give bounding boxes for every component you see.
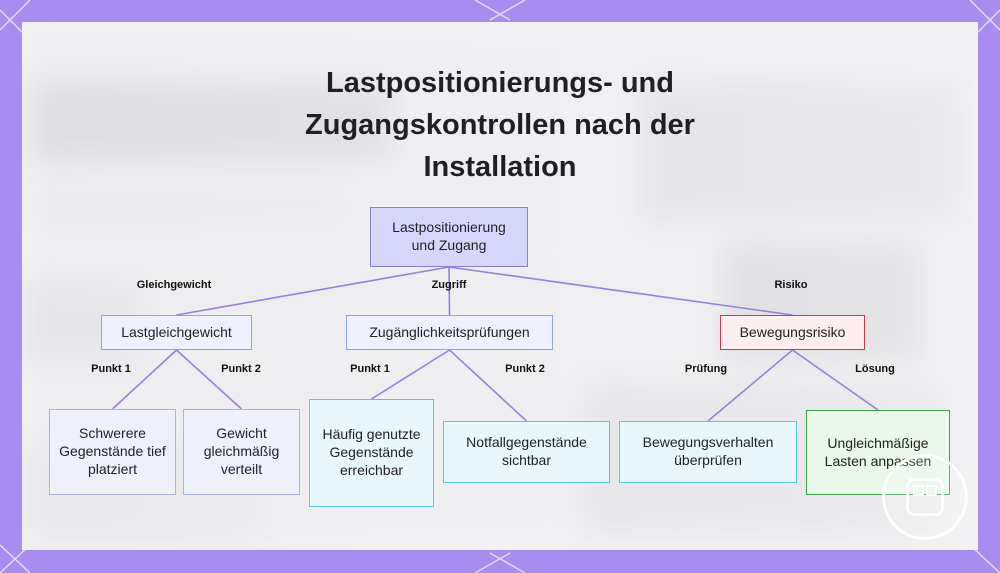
node-zugaenglichkeitspruefungen-label: Zugänglichkeitsprüfungen <box>369 323 530 340</box>
leaf-notfallgegenstaende: Notfallgegenstände sichtbar <box>443 421 610 483</box>
edge-label-b1-punkt1: Punkt 1 <box>350 363 390 375</box>
root-node: Lastpositionierung und Zugang <box>370 207 528 267</box>
connector-root-b0 <box>176 266 450 316</box>
node-bewegungsrisiko-label: Bewegungsrisiko <box>739 323 846 340</box>
leaf-bewegungsverhalten: Bewegungsverhalten überprüfen <box>619 421 797 483</box>
edge-label-b0-punkt2: Punkt 2 <box>221 363 261 375</box>
connector-b0-l01 <box>175 349 243 410</box>
leaf-haeufig-genutzte-label: Häufig genutzte Gegenstände erreichbar <box>322 426 421 478</box>
connector-b2-l20 <box>707 349 794 422</box>
edge-label-pruefung: Prüfung <box>684 363 728 375</box>
edge-label-loesung: Lösung <box>855 363 895 375</box>
leaf-gewicht-verteilt: Gewicht gleichmäßig verteilt <box>183 409 300 495</box>
diagram-title: Lastpositionierungs- und Zugangskontroll… <box>305 67 695 184</box>
edge-label-b1-punkt2: Punkt 2 <box>505 363 545 375</box>
root-node-label: Lastpositionierung und Zugang <box>392 219 506 253</box>
leaf-schwerere-gegenstaende: Schwerere Gegenstände tief platziert <box>49 409 176 495</box>
leaf-gewicht-verteilt-label: Gewicht gleichmäßig verteilt <box>203 425 280 477</box>
watermark-logo-icon <box>882 454 968 540</box>
connector-root-b1 <box>448 266 451 316</box>
connector-b2-l21 <box>792 349 879 411</box>
node-bewegungsrisiko: Bewegungsrisiko <box>720 315 865 350</box>
node-zugaenglichkeitspruefungen: Zugänglichkeitsprüfungen <box>346 315 553 350</box>
edge-label-gleichgewicht: Gleichgewicht <box>136 279 212 291</box>
edge-label-risiko: Risiko <box>774 279 808 291</box>
node-lastgleichgewicht-label: Lastgleichgewicht <box>121 323 232 340</box>
leaf-bewegungsverhalten-label: Bewegungsverhalten überprüfen <box>642 434 774 468</box>
node-lastgleichgewicht: Lastgleichgewicht <box>101 315 252 350</box>
connector-b0-l00 <box>111 349 178 410</box>
connector-b1-l10 <box>371 349 450 400</box>
edge-label-b0-punkt1: Punkt 1 <box>91 363 131 375</box>
connector-root-b2 <box>448 266 793 316</box>
leaf-notfallgegenstaende-label: Notfallgegenstände sichtbar <box>466 434 587 468</box>
leaf-haeufig-genutzte: Häufig genutzte Gegenstände erreichbar <box>309 399 434 507</box>
edge-label-zugriff: Zugriff <box>431 279 467 291</box>
connector-b1-l11 <box>448 349 528 422</box>
leaf-schwerere-gegenstaende-label: Schwerere Gegenstände tief platziert <box>59 425 166 477</box>
